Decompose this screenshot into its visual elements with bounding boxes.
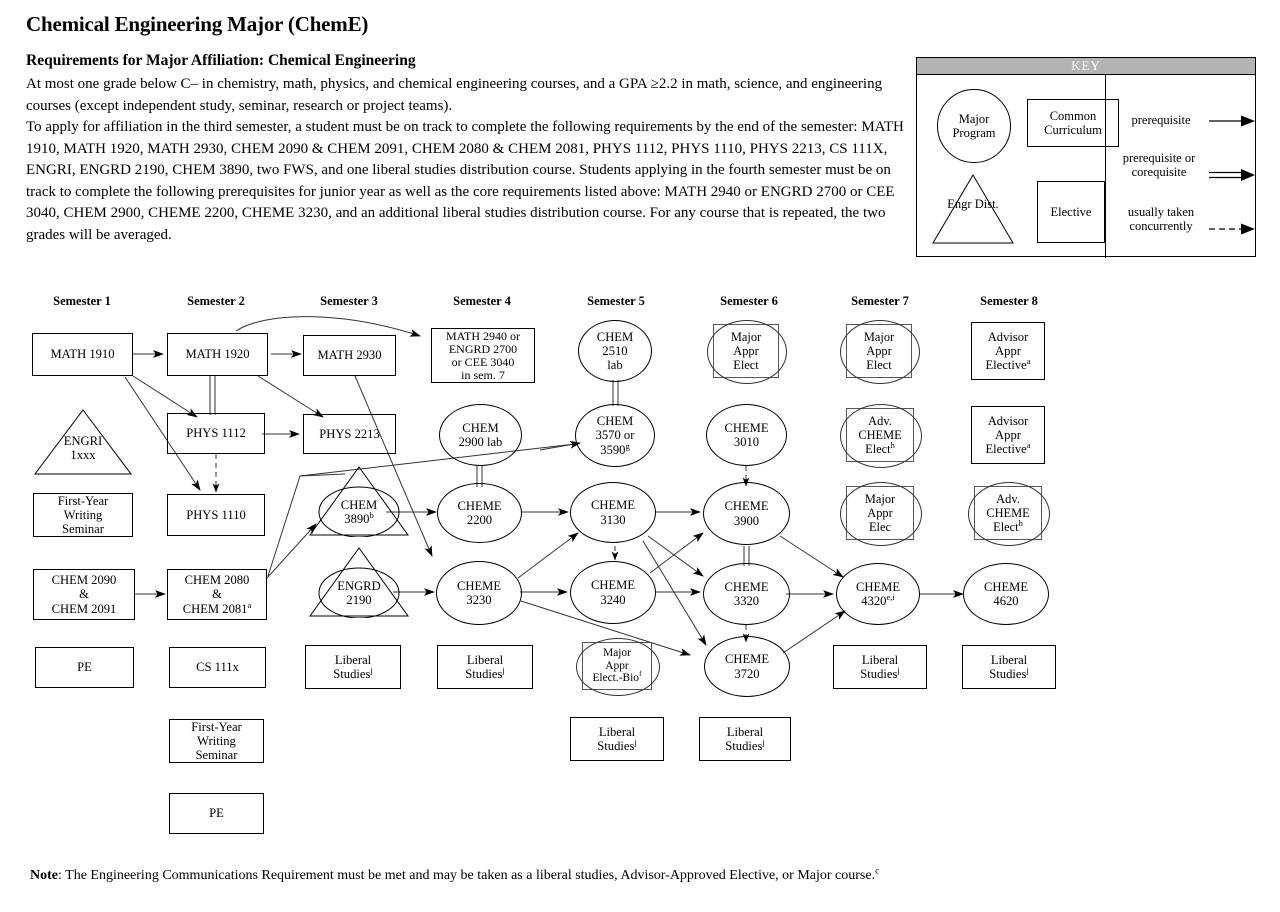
node-chem-2090-2091[interactable]: CHEM 2090&CHEM 2091 — [33, 569, 135, 620]
triangle-icon — [34, 409, 132, 475]
node-phys-1112[interactable]: PHYS 1112 — [167, 413, 265, 454]
circle-outline — [576, 638, 660, 696]
triangle-icon — [309, 547, 409, 618]
circle-outline — [968, 482, 1050, 546]
key-divider — [1105, 75, 1106, 258]
column-header-semester-6: Semester 6 — [720, 294, 778, 308]
triangle-icon — [932, 174, 1014, 244]
column-header-semester-1: Semester 1 — [53, 294, 111, 308]
page-subtitle: Requirements for Major Affiliation: Chem… — [26, 52, 416, 69]
dashed-arrow-icon — [1209, 223, 1255, 235]
key-heading: KEY — [917, 58, 1255, 75]
node-math-1910[interactable]: MATH 1910 — [32, 333, 133, 376]
key-legend-label-concurrent: usually taken concurrently — [1127, 205, 1195, 233]
key-engr-dist-shape — [931, 173, 1015, 245]
footer-note: Note: The Engineering Communications Req… — [30, 866, 880, 884]
node-pe-sem2[interactable]: PE — [169, 793, 264, 834]
footer-note-text: : The Engineering Communications Require… — [58, 868, 876, 883]
column-header-semester-8: Semester 8 — [980, 294, 1038, 308]
node-phys-1110[interactable]: PHYS 1110 — [167, 494, 265, 536]
column-header-semester-5: Semester 5 — [587, 294, 645, 308]
triangle-icon — [309, 466, 409, 537]
column-header-semester-7: Semester 7 — [851, 294, 909, 308]
requirements-text: At most one grade below C– in chemistry,… — [26, 74, 916, 246]
key-engr-dist-label: Engr Dist. — [947, 197, 999, 211]
node-phys-2213[interactable]: PHYS 2213 — [303, 414, 396, 454]
requirements-paragraph-1: At most one grade below C– in chemistry,… — [26, 76, 883, 114]
double-arrow-icon — [1209, 169, 1255, 181]
node-cs-111x[interactable]: CS 111x — [169, 647, 266, 688]
node-chem-2080-2081[interactable]: CHEM 2080&CHEM 2081a — [167, 569, 267, 620]
requirements-paragraph-2: To apply for affiliation in the third se… — [26, 119, 904, 243]
key-elective-label: Elective — [1050, 204, 1092, 219]
node-math-2930[interactable]: MATH 2930 — [303, 335, 396, 376]
solid-arrow-icon — [1209, 115, 1255, 127]
node-pe-sem1[interactable]: PE — [35, 647, 134, 688]
key-elective-shape: Elective — [1037, 181, 1105, 243]
key-legend-label-prerequisite: prerequisite — [1131, 113, 1191, 127]
footer-note-label: Note — [30, 868, 58, 883]
column-header-semester-4: Semester 4 — [453, 294, 511, 308]
column-header-semester-2: Semester 2 — [187, 294, 245, 308]
circle-outline — [840, 320, 920, 384]
node-math-1920[interactable]: MATH 1920 — [167, 333, 268, 376]
key-legend-label-prereq-coreq: prerequisite or corequisite — [1122, 151, 1196, 179]
circle-outline — [840, 404, 922, 468]
circle-outline — [707, 320, 787, 384]
page-title: Chemical Engineering Major (ChemE) — [26, 12, 369, 36]
column-header-semester-3: Semester 3 — [320, 294, 378, 308]
circle-outline — [840, 482, 922, 546]
footer-note-superscript: c — [875, 866, 880, 877]
